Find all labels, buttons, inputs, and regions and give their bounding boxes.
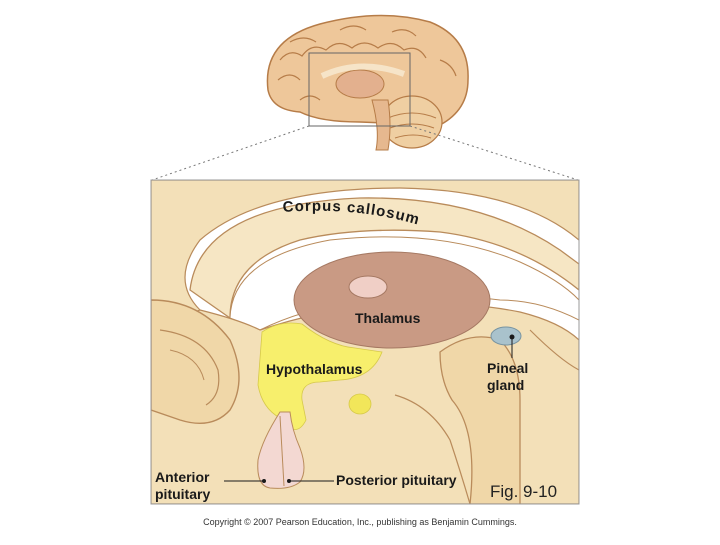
thumbnail-cerebellum	[382, 96, 442, 148]
anterior-label-line2: pituitary	[155, 486, 210, 503]
posterior-pointer-dot	[287, 479, 291, 483]
copyright-notice: Copyright © 2007 Pearson Education, Inc.…	[0, 517, 720, 527]
thumbnail-brainstem	[372, 100, 390, 150]
pineal-gland	[491, 327, 521, 345]
brain-thumbnail	[267, 15, 468, 150]
anterior-label-line1: Anterior	[155, 469, 210, 486]
posterior-pituitary-label: Posterior pituitary	[336, 472, 457, 489]
anterior-pituitary-label: Anterior pituitary	[155, 469, 210, 503]
pineal-label-line1: Pineal	[487, 360, 528, 377]
anterior-pointer-dot	[262, 479, 266, 483]
thalamus-label: Thalamus	[355, 310, 420, 327]
pineal-label-line2: gland	[487, 377, 528, 394]
pineal-label: Pineal gland	[487, 360, 528, 394]
zoom-guides	[152, 126, 578, 180]
thumbnail-thalamus	[336, 70, 384, 98]
mammillary-body	[349, 394, 371, 414]
hypothalamus-label: Hypothalamus	[266, 361, 362, 378]
thalamus-structure	[294, 252, 490, 348]
interthalamic-adhesion	[349, 276, 387, 298]
figure-number: Fig. 9-10	[490, 482, 557, 502]
